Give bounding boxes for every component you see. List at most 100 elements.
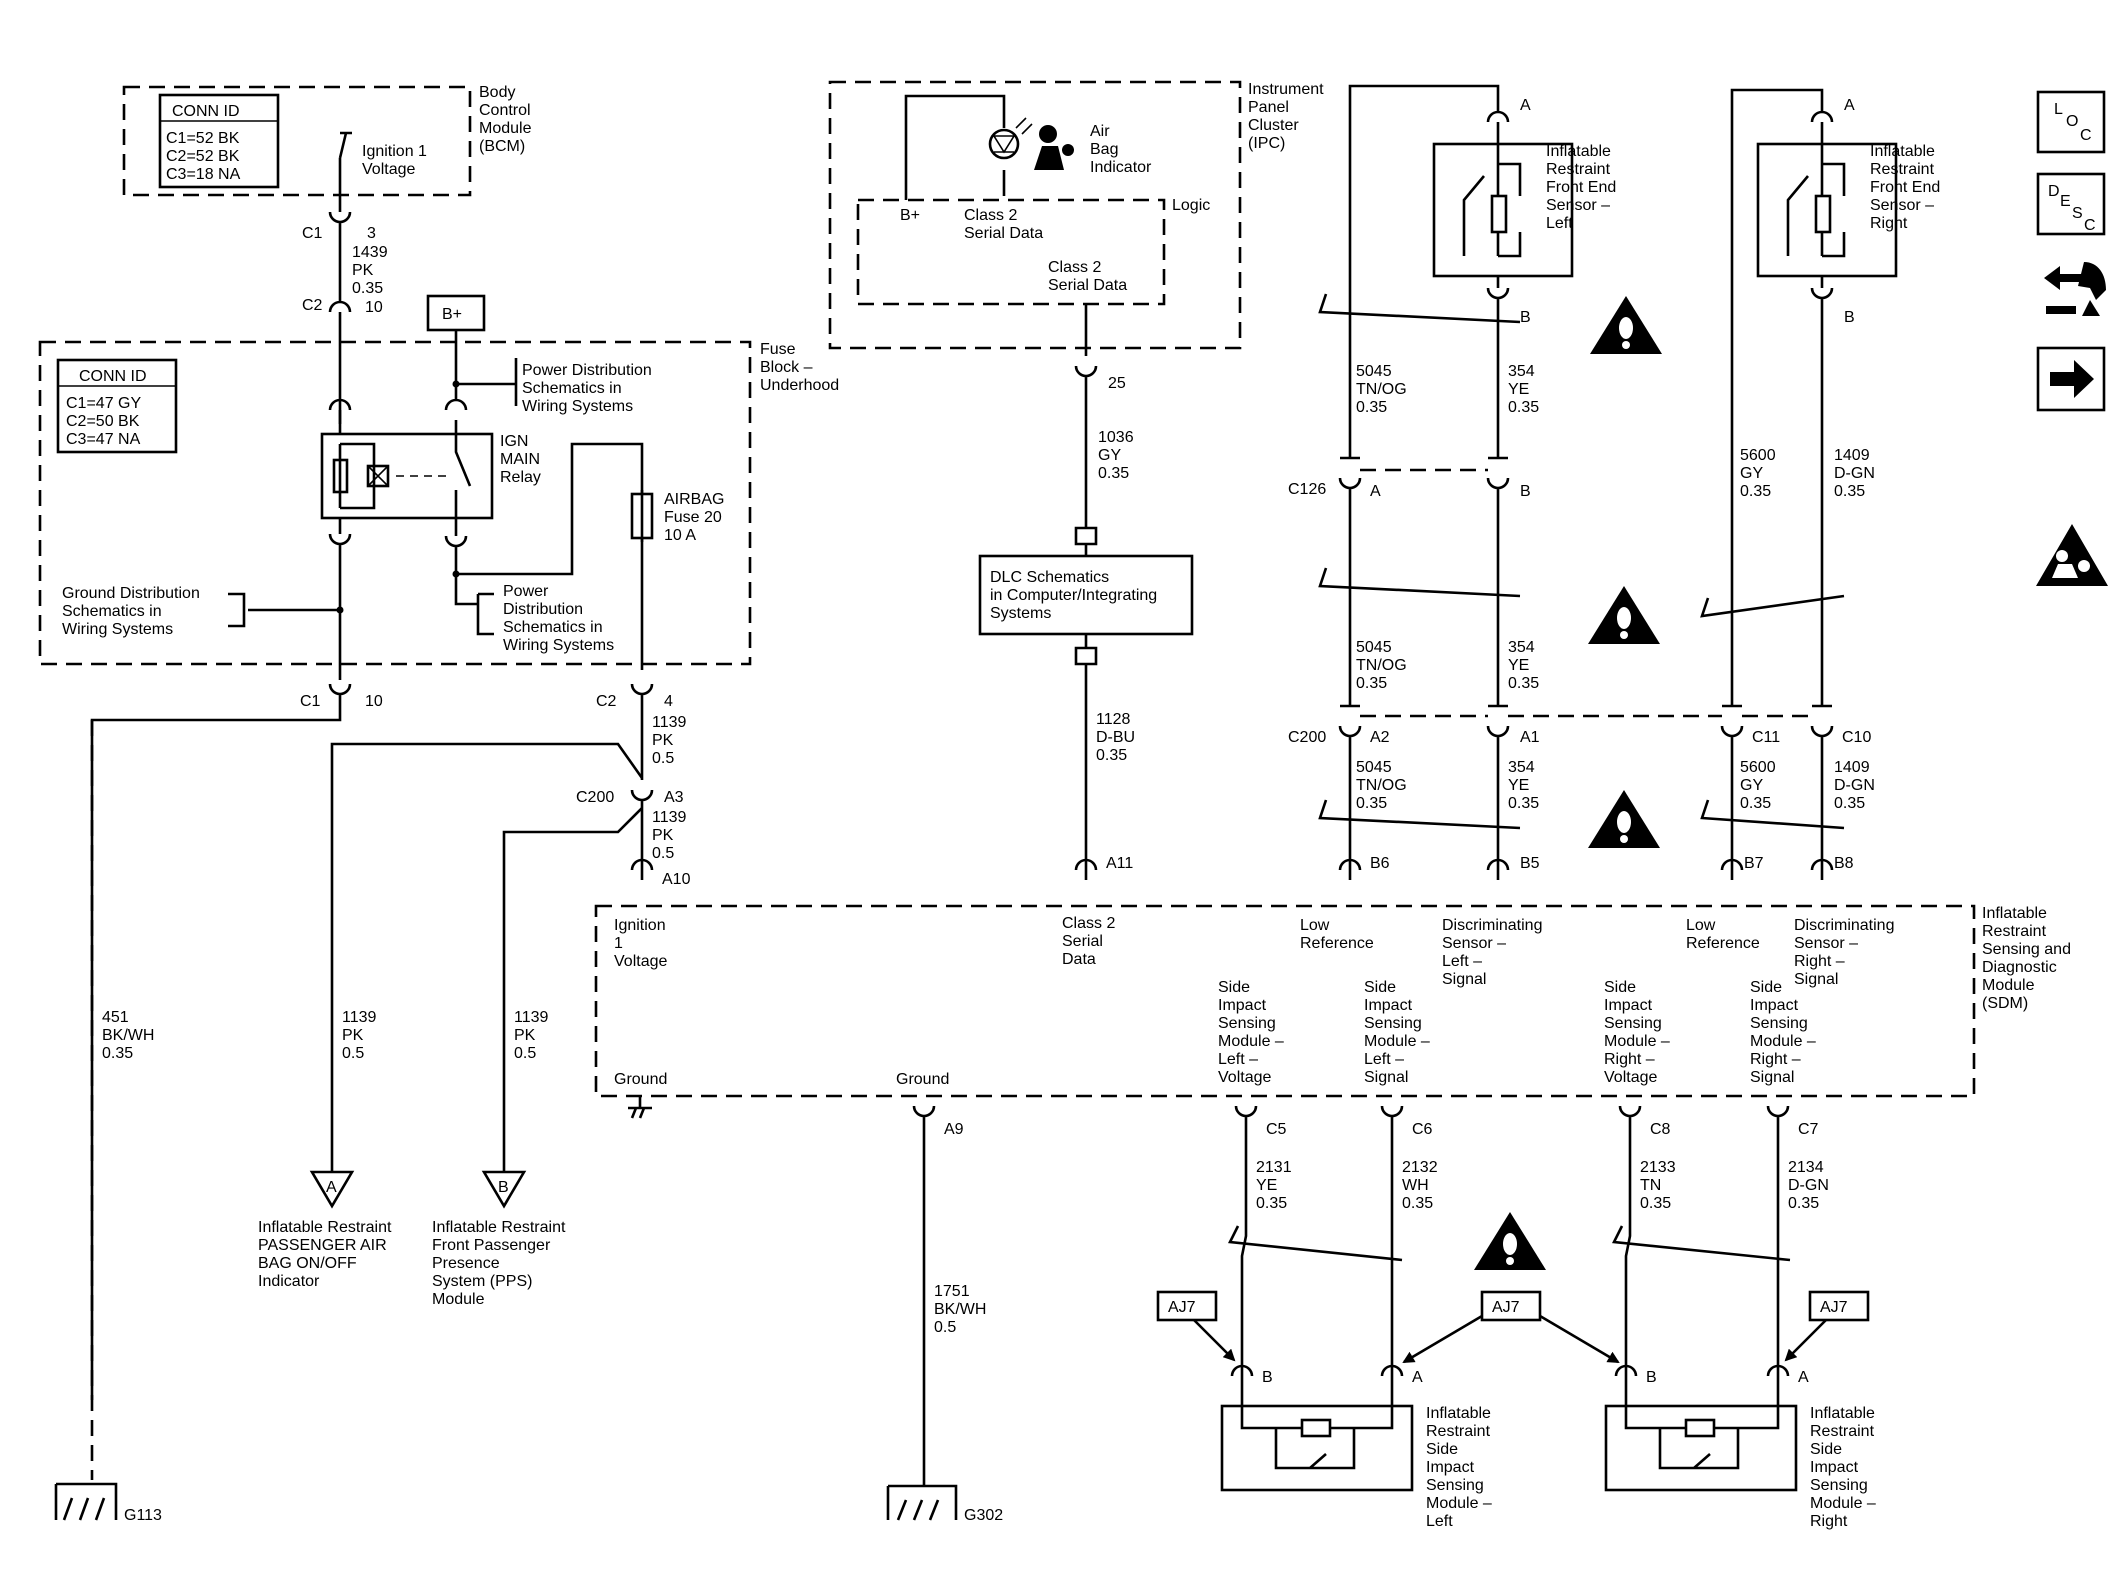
wire-label: TN/OG xyxy=(1356,777,1407,794)
connector-label: C10 xyxy=(1842,729,1871,746)
sensor-left-box xyxy=(1432,142,1574,278)
bcm-name: Body xyxy=(479,84,515,101)
wire-label: GY xyxy=(1740,465,1763,482)
wire-label: YE xyxy=(1508,777,1529,794)
module-label: Side xyxy=(1810,1441,1842,1458)
warning-icon xyxy=(1474,1212,1546,1270)
wire-label: 1751 xyxy=(934,1283,970,1300)
wire-label: 0.35 xyxy=(1788,1195,1819,1212)
off-page-ref-b xyxy=(481,1170,527,1209)
wire-label: 1128 xyxy=(1096,711,1131,728)
instrument-panel-cluster: Instrument Panel Cluster (IPC) Air Bag I… xyxy=(828,80,1324,528)
fuse-block-outline xyxy=(38,340,752,666)
wire-label: 1139 xyxy=(652,809,687,826)
location-icon[interactable]: L O C xyxy=(2036,90,2106,154)
arrow-right-icon[interactable] xyxy=(2036,346,2106,412)
off-page-ref-a xyxy=(309,1170,355,1209)
sdm-pin-desc: Sensor – xyxy=(1794,935,1858,952)
power-dist-label: Wiring Systems xyxy=(522,398,633,415)
sensor-label: Inflatable xyxy=(1870,143,1935,160)
destination-label: Inflatable Restraint xyxy=(258,1219,392,1236)
aj7-label: AJ7 xyxy=(1168,1299,1196,1316)
sdm-pin-desc: Side xyxy=(1604,979,1636,996)
ipc-name: Instrument xyxy=(1248,81,1324,98)
sdm-pin-desc: Reference xyxy=(1686,935,1760,952)
wire-label: TN xyxy=(1640,1177,1661,1194)
aj7-box-center xyxy=(1480,1290,1542,1322)
wire-label: 2133 xyxy=(1640,1159,1676,1176)
sdm-pin-desc: Sensor – xyxy=(1442,935,1506,952)
desc-letter: S xyxy=(2072,205,2083,222)
power-dist-label: Schematics in xyxy=(522,380,622,397)
wire-label: GY xyxy=(1740,777,1763,794)
indicator-label: Bag xyxy=(1090,141,1118,158)
sdm-pin-desc: Impact xyxy=(1750,997,1799,1014)
wire-label: 0.35 xyxy=(1096,747,1127,764)
desc-letter: C xyxy=(2084,217,2096,234)
bcm-name: Module xyxy=(479,120,532,137)
wire-label: 0.35 xyxy=(1356,675,1387,692)
sdm-pin-desc: Left – xyxy=(1218,1051,1258,1068)
bcm-name: Control xyxy=(479,102,531,119)
sdm-pin-desc: Module – xyxy=(1604,1033,1670,1050)
module-label: Module – xyxy=(1426,1495,1492,1512)
pin-label: 10 xyxy=(365,693,383,710)
connector-label: C126 xyxy=(1288,481,1326,498)
sdm-pin-desc: Side xyxy=(1218,979,1250,996)
pin-label: A3 xyxy=(664,789,684,806)
wire-label: 0.5 xyxy=(342,1045,364,1062)
sdm-outline xyxy=(594,904,1976,1098)
bcm-conn-line: C2=52 BK xyxy=(166,148,240,165)
connector-label: C1 xyxy=(302,225,323,242)
wire-label: 5600 xyxy=(1740,759,1776,776)
wire-label: BK/WH xyxy=(934,1301,986,1318)
sdm-pin-label: B8 xyxy=(1834,855,1854,872)
pin-label: B xyxy=(1844,309,1855,326)
pin-label: A2 xyxy=(1370,729,1390,746)
aj7-box-right xyxy=(1808,1290,1870,1322)
sdm-pin-label: B6 xyxy=(1370,855,1390,872)
sdm-pin-desc: Side xyxy=(1750,979,1782,996)
sdm-pin-desc: Sensing xyxy=(1364,1015,1422,1032)
branch-b-pps: B 1139 PK 0.5 Inflatable Restraint Front… xyxy=(432,807,643,1308)
sensor-right-box xyxy=(1756,142,1898,278)
off-page-ref-label: B xyxy=(498,1179,509,1196)
module-label: Restraint xyxy=(1426,1423,1491,1440)
sdm-pin-desc: Module – xyxy=(1364,1033,1430,1050)
sdm-pin-desc: Class 2 xyxy=(1062,915,1115,932)
wire-label: 5045 xyxy=(1356,759,1392,776)
sdm-pin-desc: Signal xyxy=(1442,971,1486,988)
wire-label: 0.35 xyxy=(1256,1195,1287,1212)
sdm-pin-desc: Signal xyxy=(1794,971,1838,988)
wire-label: PK xyxy=(652,827,674,844)
wire-label: YE xyxy=(1508,381,1529,398)
wire-label: 354 xyxy=(1508,363,1535,380)
front-end-sensor-right: A B Inflatable Restraint Front End Senso… xyxy=(1508,88,1940,880)
connector-label: C200 xyxy=(1288,729,1326,746)
connector-label: C6 xyxy=(1412,1121,1433,1138)
front-end-sensor-left: A B Inflatable Restraint Front End Senso… xyxy=(1288,84,1616,880)
sdm-pin-desc: Right – xyxy=(1794,953,1845,970)
sdm-pin-desc: Voltage xyxy=(1218,1069,1271,1086)
aj7-callouts: AJ7 AJ7 AJ7 xyxy=(1156,1290,1870,1364)
description-icon[interactable]: D E S C xyxy=(2036,172,2106,236)
fuse-conn-title: CONN ID xyxy=(79,368,147,385)
dlc-label: Systems xyxy=(990,605,1051,622)
ignition-switch-label: Ignition 1 xyxy=(362,143,427,160)
relay-label: MAIN xyxy=(500,451,540,468)
sdm-pin-label: B5 xyxy=(1520,855,1540,872)
sdm-pin-desc: Signal xyxy=(1750,1069,1794,1086)
pin-label: B xyxy=(1520,483,1531,500)
power-dist-label: Wiring Systems xyxy=(503,637,614,654)
ground-dist-label: Ground Distribution xyxy=(62,585,200,602)
connector-tools-icon[interactable] xyxy=(2044,262,2106,316)
wire-label: D-GN xyxy=(1788,1177,1829,1194)
serial-data-label: Class 2 xyxy=(1048,259,1101,276)
fuse-block-underhood: CONN ID C1=47 GY C2=50 BK C3=47 NA Fuse … xyxy=(38,294,839,680)
wire-label: 0.35 xyxy=(1740,483,1771,500)
wire-label: BK/WH xyxy=(102,1027,154,1044)
wire-label: 0.35 xyxy=(1508,795,1539,812)
fuse-block-outputs: C1 10 C2 4 1139 PK 0.5 C200 A3 1139 PK 0… xyxy=(90,683,691,1400)
sdm-pin-desc: Discriminating xyxy=(1794,917,1894,934)
sidebar-icons: L O C D E S C xyxy=(2036,90,2108,586)
